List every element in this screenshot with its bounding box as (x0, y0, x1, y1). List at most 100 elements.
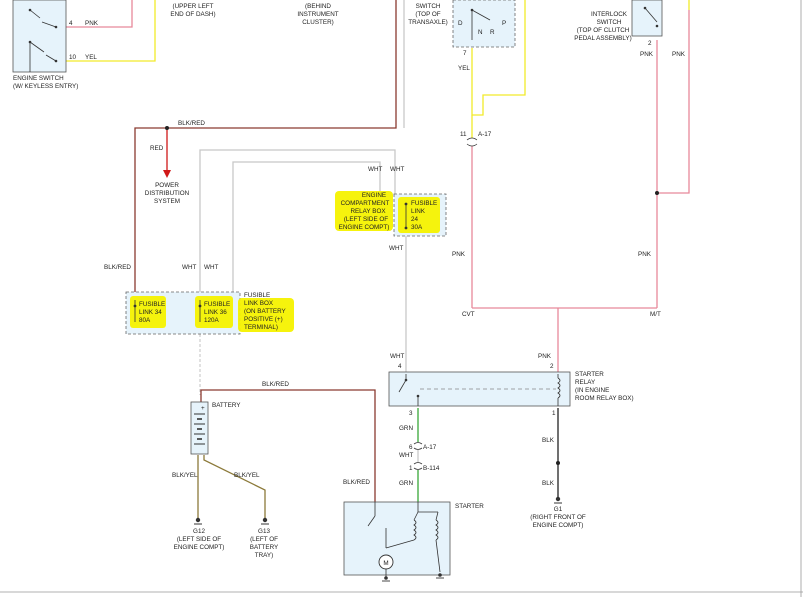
rts-pin-6: 6 (409, 444, 413, 451)
relay-label-3: (IN ENGINE (575, 387, 609, 394)
behind-1: (BEHIND (305, 3, 331, 10)
il-label-3: (TOP OF CLUTCH (577, 27, 630, 34)
interlock-contacts (643, 6, 659, 28)
il-label-1: INTERLOCK (591, 11, 628, 18)
connector-a17-top (466, 137, 478, 147)
f36-1: FUSIBLE (204, 301, 230, 308)
junction-blkred (165, 126, 169, 130)
rts-grn-2: GRN (399, 480, 413, 487)
junction-g1 (556, 461, 560, 465)
f34-2: LINK 34 (139, 309, 162, 316)
es-label-1: ENGINE SWITCH (13, 75, 64, 82)
flb-3: (ON BATTERY (244, 308, 287, 315)
engine-switch-contacts (28, 8, 58, 72)
wire-blkred-top (134, 0, 397, 300)
pnk-mid-2: PNK (638, 251, 652, 258)
highlight-f34 (130, 296, 166, 328)
relay-pin-4: 4 (398, 363, 402, 370)
upper-left-2: END OF DASH) (170, 11, 215, 18)
rs-d: D (458, 20, 463, 27)
fuse24-dot-1 (404, 202, 408, 206)
wire-es-yel (66, 0, 156, 62)
g12-name: G12 (193, 528, 205, 535)
relay-wire-2: PNK (538, 353, 552, 360)
cvt-label: CVT (462, 311, 475, 318)
starter-ground-icons (382, 573, 444, 582)
g1-wire-1: BLK (542, 437, 555, 444)
g12-ground-icon (194, 517, 202, 525)
highlight-flb-text (238, 298, 294, 332)
junction-mt (655, 191, 659, 195)
upper-left-1: (UPPER LEFT (173, 3, 214, 10)
es-pin-4: 4 (69, 20, 73, 27)
highlight-ecr-text (335, 191, 393, 231)
highlight-ecr-fuse (398, 197, 440, 233)
mt-label: M/T (650, 311, 661, 318)
relay-pin-1: 1 (552, 410, 556, 417)
wire-bat-starter (200, 389, 376, 502)
ecr-wht-3: WHT (389, 245, 403, 252)
g1-loc-2: ENGINE COMPT) (533, 522, 584, 529)
f34-3: 80A (139, 317, 151, 324)
flb-1: FUSIBLE (244, 292, 270, 299)
arrow-pds (163, 170, 171, 178)
ecr-5: ENGINE COMPT) (339, 224, 390, 231)
relay-label-2: RELAY (575, 379, 596, 386)
es-wire-10: YEL (85, 54, 97, 61)
f34-dot (133, 304, 137, 308)
il-label-4: PEDAL ASSEMBLY) (574, 35, 631, 42)
g13-loc-3: TRAY) (255, 552, 273, 559)
fuse24-dot-2 (404, 226, 408, 230)
starter-box (343, 501, 451, 576)
ecr-4: (LEFT SIDE OF (344, 216, 388, 223)
f36-2: LINK 36 (204, 309, 227, 316)
flb-4: POSITIVE (+) (244, 316, 283, 323)
relay-pin-2: 2 (550, 363, 554, 370)
range-switch-box (452, 0, 516, 48)
rs-p: P (502, 20, 506, 27)
starter-wire-in: BLK/RED (343, 479, 370, 486)
il-wire-1: PNK (640, 51, 654, 58)
battery-cells (194, 413, 205, 445)
ecr-3: RELAY BOX (350, 208, 386, 215)
relay-label-1: STARTER (575, 371, 604, 378)
g12-wire: BLK/YEL (172, 472, 198, 479)
ts-label-2: (TOP OF (415, 11, 440, 18)
motor-icon: M (383, 560, 388, 567)
flb-blkred: BLK/RED (104, 264, 131, 271)
g13-ground-icon (261, 517, 269, 525)
behind-2: INSTRUMENT (297, 11, 338, 18)
wire-wht-flb-2 (232, 161, 381, 292)
ecr-wht-1: WHT (368, 166, 382, 173)
es-label-2: (W/ KEYLESS ENTRY) (13, 83, 78, 90)
g1-ground-icon (554, 496, 562, 504)
flb-2: LINK BOX (244, 300, 274, 307)
g12-loc-1: (LEFT SIDE OF (177, 536, 221, 543)
rts-grn-1: GRN (399, 425, 413, 432)
range-switch-contacts (470, 8, 491, 40)
f34-1: FUSIBLE (139, 301, 165, 308)
starter-internals (367, 502, 441, 578)
ecr-wht-2: WHT (390, 166, 404, 173)
interlock-box (631, 0, 663, 37)
a17-top-pin: 11 (460, 131, 467, 138)
flb-wht-1: WHT (182, 264, 196, 271)
rs-wire: YEL (458, 65, 470, 72)
il-label-2: SWITCH (597, 19, 622, 26)
f36-dot (198, 304, 202, 308)
bat-plus: + (201, 405, 205, 412)
relay-coil-icon (557, 374, 561, 406)
ecr-2: COMPARTMENT (341, 200, 390, 207)
relay-wire-4: WHT (390, 353, 404, 360)
connector-a17-bottom (413, 442, 423, 450)
pds-2: DISTRIBUTION (145, 190, 190, 197)
wire-mt-pnk-2 (657, 10, 690, 194)
starter-label: STARTER (455, 503, 484, 510)
g1-name: G1 (554, 506, 563, 513)
highlight-f36 (195, 296, 233, 328)
relay-label-4: ROOM RELAY BOX) (575, 395, 634, 402)
wire-g13 (203, 455, 266, 518)
rs-pin: 7 (463, 50, 467, 57)
battery-box (190, 401, 209, 455)
